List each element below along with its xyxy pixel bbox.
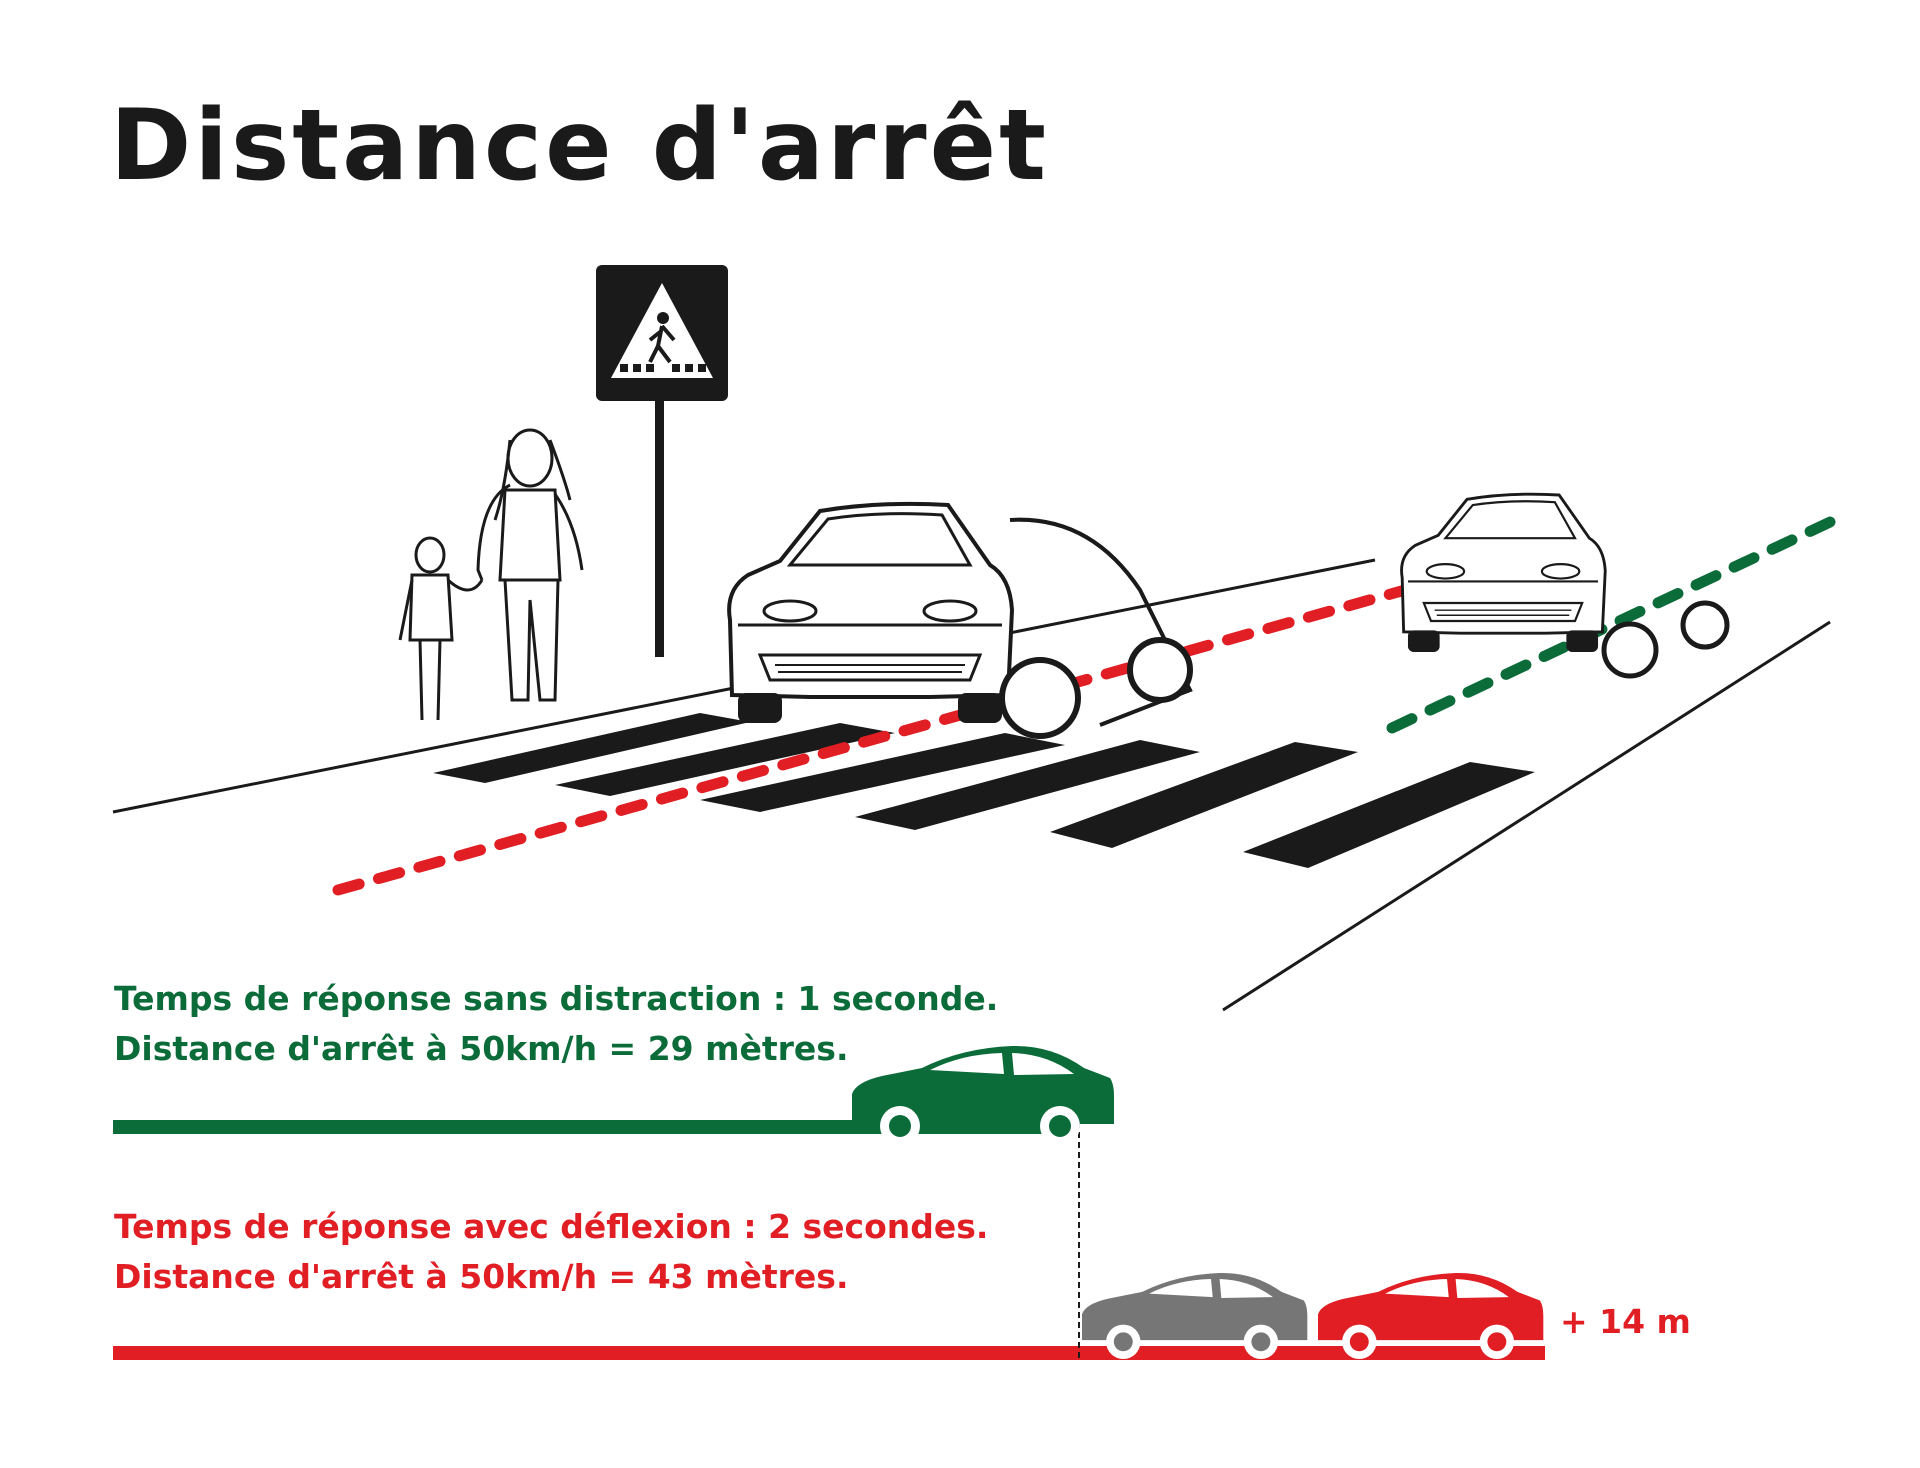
red-dashed-braking-line [332,584,1411,896]
red-scenario-caption: Temps de réponse avec déflexion : 2 seco… [114,1202,988,1302]
green-distance-bar [113,1120,1079,1134]
difference-label: + 14 m [1560,1302,1691,1341]
car-wheel [999,657,1081,739]
red-caption-line2: Distance d'arrêt à 50km/h = 43 mètres. [114,1257,849,1296]
red-caption-line1: Temps de réponse avec déflexion : 2 seco… [114,1207,989,1246]
car-wheel [1601,621,1659,679]
green-caption-line1: Temps de réponse sans distraction : 1 se… [114,979,999,1018]
green-dashed-braking-line [1386,509,1851,734]
green-scenario-caption: Temps de réponse sans distraction : 1 se… [114,974,998,1074]
mother-and-child-icon [398,428,584,721]
pedestrian-crossing-sign-icon [596,265,728,657]
road-edge-near [1222,620,1831,1012]
green-caption-line2: Distance d'arrêt à 50km/h = 29 mètres. [114,1029,849,1068]
car-side-panel [1009,517,1193,727]
hatchback-car-icon [727,501,1014,725]
hatchback-car-icon [1400,492,1607,654]
zebra-crossing [433,713,1535,868]
page-title: Distance d'arrêt [110,89,1049,203]
car-wheel [1680,600,1730,650]
red-distance-bar [113,1346,1545,1360]
car-wheel [1127,637,1193,703]
